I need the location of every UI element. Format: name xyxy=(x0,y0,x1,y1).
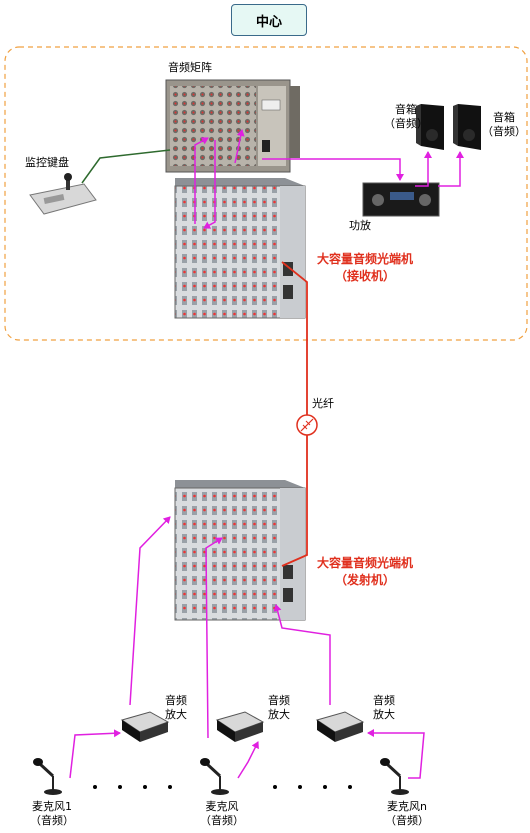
transmitter-sub: （发射机） xyxy=(335,573,396,587)
matrix-to-receiver-loop-a xyxy=(194,137,209,224)
receiver-sub: （接收机） xyxy=(335,269,396,283)
mic-label-1-sub: （音频） xyxy=(30,814,74,827)
receiver-title: 大容量音频光端机 xyxy=(317,252,414,266)
microphone-2 xyxy=(200,758,229,795)
keyboard-label: 监控键盘 xyxy=(25,156,69,169)
preamp3-to-transmitter xyxy=(273,604,331,705)
keyboard-cable xyxy=(81,149,171,184)
preamp-label-3-line1: 音频 xyxy=(373,694,395,707)
mic-label-2: 麦克风 （音频） xyxy=(200,800,244,828)
keyboard-device xyxy=(29,173,97,215)
mic1-to-preamp1 xyxy=(69,729,121,779)
speaker-left-label: 音箱 （音频） xyxy=(384,103,428,131)
center-zone-border xyxy=(4,46,528,341)
mic-label-2-sub: （音频） xyxy=(200,814,244,827)
preamp1-to-transmitter xyxy=(129,516,171,706)
mic2-to-preamp2 xyxy=(237,741,259,779)
matrix-to-amplifier xyxy=(262,158,404,181)
matrix-to-receiver-loop-b xyxy=(203,140,216,229)
preamp-label-2-line2: 放大 xyxy=(268,708,290,721)
microphone-1 xyxy=(33,758,62,795)
mic-ellipsis-dots xyxy=(93,785,352,789)
transmitter-label: 大容量音频光端机 （发射机） xyxy=(317,555,413,589)
preamp-label-2-line1: 音频 xyxy=(268,694,290,707)
preamp2-to-transmitter xyxy=(205,537,223,739)
amplifier-device xyxy=(362,182,440,217)
receiver-to-matrix xyxy=(234,129,245,164)
speaker-right-sub: （音频） xyxy=(482,125,526,138)
microphone-3 xyxy=(380,758,409,795)
transmitter-title: 大容量音频光端机 xyxy=(317,556,414,570)
mic-label-1: 麦克风1 （音频） xyxy=(30,800,74,828)
preamp-label-1-line1: 音频 xyxy=(165,694,187,707)
fiber-label: 光纤 xyxy=(312,397,334,410)
mic-label-1-name: 麦克风1 xyxy=(32,800,72,813)
preamp-device-1 xyxy=(120,711,170,742)
preamp-device-3 xyxy=(315,711,365,742)
preamp-label-3: 音频 放大 xyxy=(373,694,395,722)
amplifier-label: 功放 xyxy=(349,219,371,232)
fiber-symbol xyxy=(296,414,318,436)
amp-to-speaker-right xyxy=(438,151,464,187)
receiver-label: 大容量音频光端机 （接收机） xyxy=(317,251,413,285)
audio-matrix-label: 音频矩阵 xyxy=(168,61,212,74)
preamp-label-3-line2: 放大 xyxy=(373,708,395,721)
speaker-right xyxy=(453,104,481,150)
preamp-label-1: 音频 放大 xyxy=(165,694,187,722)
preamp-label-1-line2: 放大 xyxy=(165,708,187,721)
speaker-left-sub: （音频） xyxy=(384,117,428,130)
preamp-device-2 xyxy=(215,711,265,742)
speaker-left xyxy=(416,104,444,150)
mic-label-3-name: 麦克风n xyxy=(387,800,427,813)
transmitter-rack xyxy=(174,480,306,621)
mic-label-3-sub: （音频） xyxy=(385,814,429,827)
audio-matrix-device xyxy=(165,79,300,173)
preamp-label-2: 音频 放大 xyxy=(268,694,290,722)
mic3-to-preamp3 xyxy=(367,729,425,779)
speaker-left-title: 音箱 xyxy=(395,103,417,116)
speaker-right-title: 音箱 xyxy=(493,111,515,124)
speaker-right-label: 音箱 （音频） xyxy=(482,111,526,139)
center-title: 中心 xyxy=(231,4,307,36)
mic-label-3: 麦克风n （音频） xyxy=(385,800,429,828)
mic-label-2-name: 麦克风 xyxy=(205,800,239,813)
receiver-rack xyxy=(174,178,306,319)
amp-to-speaker-left xyxy=(415,151,432,187)
